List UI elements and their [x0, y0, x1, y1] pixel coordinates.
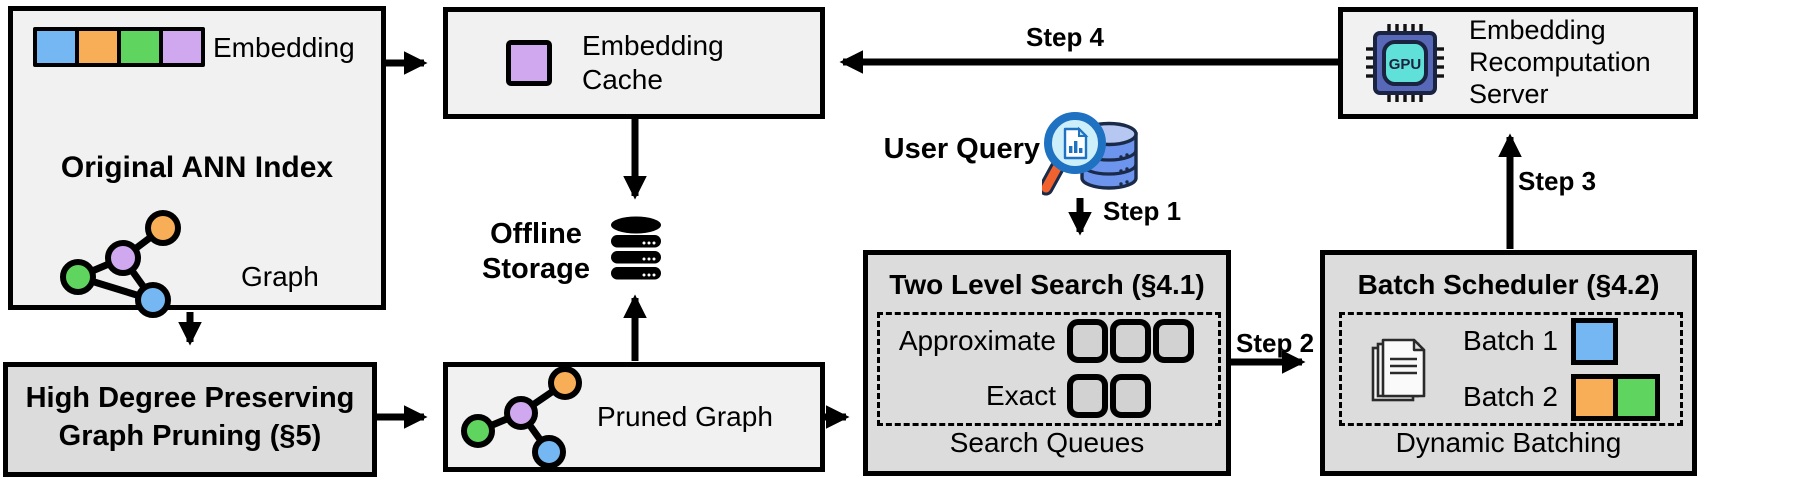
exact-label: Exact: [985, 380, 1056, 411]
embedding-cell-green: [121, 31, 159, 63]
batch-1-chip-blue: [1571, 317, 1618, 365]
batch-1-label: Batch 1: [1463, 325, 1558, 356]
step-2-label: Step 2: [1236, 328, 1315, 358]
pruned-graph-icon: [461, 366, 582, 469]
offline-storage-label: Offline Storage: [482, 218, 590, 285]
batch-scheduler-title: Batch Scheduler (§4.2): [1357, 269, 1660, 300]
queue-slot: [1110, 319, 1151, 363]
queue-slot: [1067, 319, 1108, 363]
graph-pruning-box: High Degree Preserving Graph Pruning (§5…: [3, 362, 377, 477]
approximate-label: Approximate: [898, 325, 1056, 356]
approximate-queue-slots: [1067, 319, 1194, 363]
two-level-search-box: Two Level Search (§4.1) Approximate Exac…: [863, 250, 1231, 476]
search-queues-dashed-box: Approximate Exact: [877, 312, 1221, 426]
user-query-icon: [1042, 112, 1138, 196]
search-queues-label: Search Queues: [949, 427, 1145, 458]
batch-1-row: Batch 1: [1446, 317, 1660, 365]
embedding-label: Embedding: [213, 32, 355, 63]
step-3-label: Step 3: [1518, 166, 1597, 196]
step-1-label: Step 1: [1103, 196, 1182, 226]
embedding-vector-icon: [33, 27, 205, 67]
graph-label: Graph: [241, 261, 319, 292]
documents-stack-icon: [1371, 338, 1426, 402]
pruned-graph-label: Pruned Graph: [597, 401, 773, 432]
offline-storage-db-icon: [611, 216, 661, 280]
original-graph-icon: [60, 210, 181, 318]
recomputation-server-title: Embedding Recomputation Server: [1469, 15, 1651, 109]
gpu-chip-label: GPU: [1389, 56, 1422, 73]
batch-2-label: Batch 2: [1463, 381, 1558, 412]
graph-pruning-title: High Degree Preserving Graph Pruning (§5…: [25, 382, 355, 452]
queue-slot: [1153, 319, 1194, 363]
batch-2-chip-green: [1613, 373, 1660, 421]
embedding-cache-box: Embedding Cache: [443, 7, 825, 119]
gpu-chip-icon: GPU: [1366, 24, 1444, 102]
embedding-cell-orange: [79, 31, 117, 63]
cached-embedding-icon: [506, 40, 552, 86]
queue-slot: [1110, 374, 1151, 418]
exact-queue-row: Exact: [882, 374, 1218, 418]
original-ann-index-box: Embedding Original ANN Index Graph: [8, 6, 386, 318]
ann-index-title: Original ANN Index: [60, 151, 334, 184]
queue-slot: [1067, 374, 1108, 418]
batch-2-chip-orange: [1571, 373, 1618, 421]
embedding-cell-purple: [163, 31, 201, 63]
embedding-cell-blue: [37, 31, 75, 63]
dynamic-batching-dashed-box: Batch 1 Batch 2: [1339, 312, 1683, 426]
approximate-queue-row: Approximate: [882, 319, 1218, 363]
embedding-cache-title: Embedding Cache: [582, 30, 724, 95]
batch-scheduler-box: Batch Scheduler (§4.2) Batch 1: [1320, 250, 1697, 476]
batch-2-row: Batch 2: [1446, 373, 1660, 421]
user-query-label: User Query: [883, 133, 1040, 165]
step-4-label: Step 4: [1025, 22, 1105, 52]
two-level-search-title: Two Level Search (§4.1): [889, 269, 1205, 300]
dynamic-batching-label: Dynamic Batching: [1395, 427, 1622, 458]
recomputation-server-box: GPU Embedding Recomputation Server: [1338, 7, 1698, 119]
exact-queue-slots: [1067, 374, 1151, 418]
